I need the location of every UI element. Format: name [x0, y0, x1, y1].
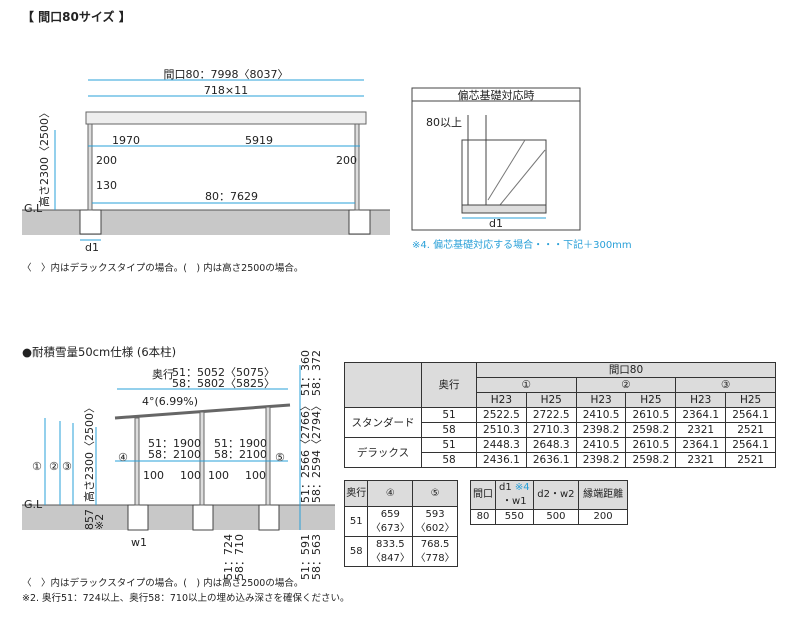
w1-label: w1 — [131, 536, 147, 549]
offset-4: 100 — [245, 469, 266, 482]
note-1: 〈 〉内はデラックスタイプの場合。( ) 内は高さ2500の場合。 — [22, 263, 304, 274]
panel-label: 718×11 — [204, 84, 248, 97]
detail-min-label: 80以上 — [426, 116, 462, 129]
note-3: ※2. 奥行51：724以上、奥行58：710以上の埋め込み深さを確保ください。 — [22, 593, 350, 604]
spacing2-51: 51：1900 — [214, 437, 267, 450]
gl-label: G.L — [24, 202, 43, 215]
dim-left: 1970 — [112, 134, 140, 147]
side-gl: G.L — [24, 498, 43, 511]
section-title: ●耐積雪量50cm仕様 (6本柱) — [22, 345, 177, 359]
offset-3: 100 — [208, 469, 229, 482]
height-51: 51：2566〈2766〉 — [299, 400, 312, 503]
inset-left: 200 — [96, 154, 117, 167]
eccentric-foundation-detail: 偏芯基礎対応時 80以上 d1 ※4. 偏芯基礎対応する場合・・・下記＋300m… — [411, 87, 632, 251]
depth-51: 51：5052〈5075〉 — [172, 366, 275, 379]
note-2: 〈 〉内はデラックスタイプの場合。( ) 内は高さ2500の場合。 — [22, 578, 304, 589]
embed-depth: 857 — [83, 509, 96, 530]
foot-58: 58：563 — [310, 534, 323, 580]
embed-note: ※2 — [93, 514, 106, 530]
embed-51: 51：724 — [222, 534, 235, 580]
embed-58: 58：710 — [233, 534, 246, 580]
side-view: 奥行 51：5052〈5075〉 58：5802〈5825〉 4°(6.99%)… — [22, 350, 335, 580]
marker-2: ② — [49, 460, 59, 473]
depth-label: 奥行 — [152, 367, 174, 381]
front-view: 間口80：7998〈8037〉 718×11 1970 5919 200 200… — [22, 68, 390, 254]
span-label: 80：7629 — [205, 190, 258, 203]
marker-4: ④ — [118, 451, 128, 464]
spacing1-51: 51：1900 — [148, 437, 201, 450]
marker-5: ⑤ — [275, 451, 285, 464]
offset-1: 100 — [143, 469, 164, 482]
top-51: 51：360 — [299, 350, 312, 396]
page-title: 【 間口80サイズ 】 — [22, 10, 131, 24]
marker-1: ① — [32, 460, 42, 473]
detail-note: ※4. 偏芯基礎対応する場合・・・下記＋300mm — [412, 238, 632, 251]
offset-2: 100 — [180, 469, 201, 482]
spacing1-58: 58：2100 — [148, 448, 201, 461]
depth-58: 58：5802〈5825〉 — [172, 377, 275, 390]
foot-51: 51：591 — [299, 534, 312, 580]
width-label: 間口80：7998〈8037〉 — [164, 68, 289, 81]
spacing2-58: 58：2100 — [214, 448, 267, 461]
post-width: 130 — [96, 179, 117, 192]
marker-3: ③ — [62, 460, 72, 473]
d1-label: d1 — [85, 241, 99, 254]
top-58: 58：372 — [310, 350, 323, 396]
inset-right: 200 — [336, 154, 357, 167]
height-58: 58：2594〈2794〉 — [310, 400, 323, 503]
side-height: 高さ2300〈2500〉 — [82, 402, 96, 502]
detail-title: 偏芯基礎対応時 — [458, 88, 535, 102]
detail-d1: d1 — [489, 217, 503, 230]
slope-label: 4°(6.99%) — [142, 395, 198, 408]
dim-right: 5919 — [245, 134, 273, 147]
height-label: 高さ2300〈2500〉 — [37, 107, 51, 207]
